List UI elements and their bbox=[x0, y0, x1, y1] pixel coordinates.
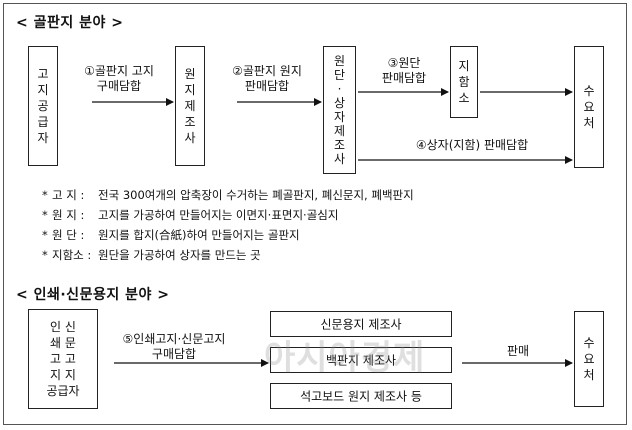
newsprint-maker-label: 신문용지 제조사 bbox=[320, 317, 402, 332]
whiteboard-maker-box: 백판지 제조사 bbox=[270, 347, 452, 373]
consumer-label-2: 수 요 처 bbox=[583, 336, 595, 382]
box-plant-label: 지 함 소 bbox=[458, 59, 470, 105]
note-text: 고지를 가공하여 만들어지는 이면지·표면지·골심지 bbox=[98, 208, 339, 222]
waste-paper-supplier-label: 고 지 공 급 자 bbox=[37, 67, 49, 145]
flow-arrows bbox=[92, 88, 573, 367]
note-bullet: * bbox=[42, 248, 48, 262]
section1-title: < 골판지 분야 > bbox=[16, 15, 124, 31]
arrow2-label: ②골판지 원지 판매담합 bbox=[232, 64, 302, 93]
note-corrugated-sheet: * 원 단 : 원지를 합지(合紙)하여 만들어지는 골판지 bbox=[42, 228, 300, 243]
note-term: 원 지 : bbox=[52, 208, 85, 222]
newsprint-maker-box: 신문용지 제조사 bbox=[270, 311, 452, 337]
note-term: 원 단 : bbox=[52, 228, 85, 242]
base-paper-manufacturer-label: 원 지 제 조 사 bbox=[184, 67, 196, 145]
note-text: 원단을 가공하여 상자를 만드는 곳 bbox=[98, 248, 261, 262]
note-text: 전국 300여개의 압축장이 수거하는 폐골판지, 폐신문지, 폐백판지 bbox=[98, 188, 414, 202]
note-waste-paper: * 고 지 : 전국 300여개의 압축장이 수거하는 폐골판지, 폐신문지, 폐백… bbox=[42, 188, 414, 203]
section2-title: < 인쇄·신문용지 분야 > bbox=[16, 287, 170, 303]
consumer-label-1: 수 요 처 bbox=[583, 84, 595, 130]
arrow5-label: ⑤인쇄고지·신문고지 구매담합 bbox=[122, 332, 226, 361]
base-paper-manufacturer-box: 원 지 제 조 사 bbox=[175, 46, 205, 166]
note-bullet: * bbox=[42, 188, 48, 202]
note-text: 원지를 합지(合紙)하여 만들어지는 골판지 bbox=[98, 228, 300, 242]
arrow4-label: ④상자(지함) 판매담합 bbox=[415, 138, 529, 152]
arrow3-label: ③원단 판매담합 bbox=[381, 56, 427, 85]
consumer-box-1: 수 요 처 bbox=[574, 46, 604, 168]
gypsum-board-maker-label: 석고보드 원지 제조사 등 bbox=[300, 389, 422, 404]
waste-paper-supplier-box: 고 지 공 급 자 bbox=[28, 46, 58, 166]
corrugated-box-maker-box: 원 단 · 상 자 제 조 사 bbox=[323, 46, 356, 174]
note-base-paper: * 원 지 : 고지를 가공하여 만들어지는 이면지·표면지·골심지 bbox=[42, 208, 338, 223]
corrugated-box-maker-label: 원 단 · 상 자 제 조 사 bbox=[333, 54, 346, 166]
note-bullet: * bbox=[42, 228, 48, 242]
printing-newsprint-supplier-box: 인 신 쇄 문 고 고 지 지 공급자 bbox=[28, 309, 98, 409]
note-bullet: * bbox=[42, 208, 48, 222]
gypsum-board-maker-box: 석고보드 원지 제조사 등 bbox=[270, 383, 452, 409]
note-term: 고 지 : bbox=[52, 188, 85, 202]
box-plant-box: 지 함 소 bbox=[450, 46, 478, 118]
printing-newsprint-supplier-label: 인 신 쇄 문 고 고 지 지 공급자 bbox=[46, 320, 80, 398]
arrow1-label: ①골판지 고지 구매담합 bbox=[84, 64, 154, 93]
note-box-plant: * 지함소 : 원단을 가공하여 상자를 만드는 곳 bbox=[42, 248, 261, 263]
whiteboard-maker-label: 백판지 제조사 bbox=[325, 353, 397, 368]
note-term: 지함소 : bbox=[52, 248, 92, 262]
watermark: 아시아경제 bbox=[264, 338, 426, 378]
consumer-box-2: 수 요 처 bbox=[574, 311, 604, 407]
diagram-frame: < 골판지 분야 > 고 지 공 급 자 원 지 제 조 사 원 단 · 상 자… bbox=[3, 3, 627, 425]
sale-label: 판매 bbox=[506, 344, 530, 358]
